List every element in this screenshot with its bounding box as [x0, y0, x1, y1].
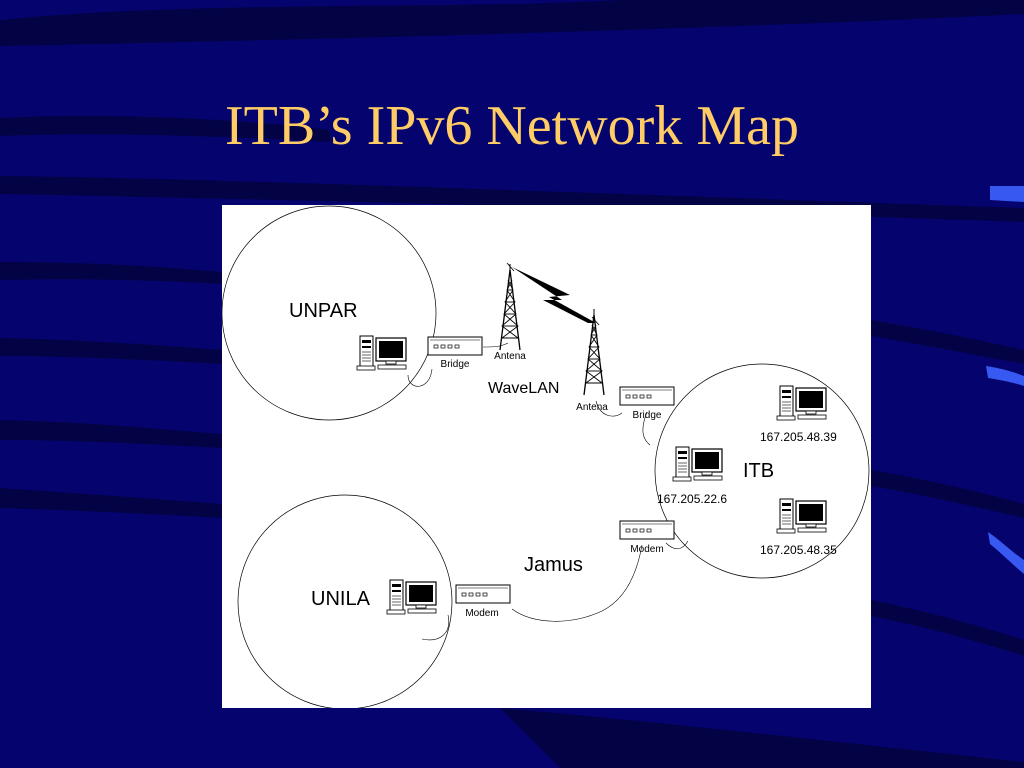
bridge-unpar-label: Bridge — [440, 359, 470, 370]
itb-site-boundary — [654, 363, 870, 579]
itb-host-3-computer-icon — [776, 498, 827, 534]
antenna-tower-unpar — [499, 263, 521, 351]
cable-bridge-itb-host — [642, 411, 651, 446]
itb-host-2-computer-icon — [672, 446, 723, 482]
modem-itb-label: Modem — [630, 544, 664, 555]
itb-host-1-ip: 167.205.48.39 — [760, 430, 837, 444]
cable-bridge-antenna-unpar — [482, 342, 509, 348]
unpar-site-boundary — [222, 205, 437, 421]
bridge-itb-label: Bridge — [632, 410, 662, 421]
itb-host-3-ip: 167.205.48.35 — [760, 543, 837, 557]
wavelan-link-label: WaveLAN — [488, 380, 560, 397]
unila-computer-icon — [386, 579, 437, 615]
unpar-site-label: UNPAR — [289, 300, 358, 322]
jamus-link-label: Jamus — [524, 554, 583, 576]
cable-unpar-bridge — [407, 368, 433, 387]
bridge-unpar-device — [427, 336, 483, 356]
slide-title: ITB’s IPv6 Network Map — [225, 95, 799, 157]
cable-unila-modem — [421, 614, 450, 641]
network-diagram: UNPAR UNILA ITB WaveLAN Jamus Bridge Ant… — [222, 205, 871, 708]
unila-site-label: UNILA — [311, 588, 370, 610]
unpar-computer-icon — [356, 335, 407, 371]
antenna-itb-label: Antena — [576, 402, 608, 413]
unila-site-boundary — [237, 494, 453, 708]
cable-jamus — [511, 544, 643, 622]
bridge-itb-device — [619, 386, 675, 406]
wireless-link-icon — [512, 267, 596, 323]
cable-modem-itb-host — [665, 540, 689, 550]
cable-antenna-bridge-itb — [595, 400, 623, 417]
modem-unila-label: Modem — [465, 608, 499, 619]
antenna-unpar-label: Antena — [494, 351, 526, 362]
modem-unila-device — [455, 584, 511, 604]
itb-site-label: ITB — [743, 460, 775, 482]
itb-host-1-computer-icon — [776, 385, 827, 421]
modem-itb-device — [619, 520, 675, 540]
itb-host-2-ip: 167.205.22.6 — [657, 492, 728, 506]
